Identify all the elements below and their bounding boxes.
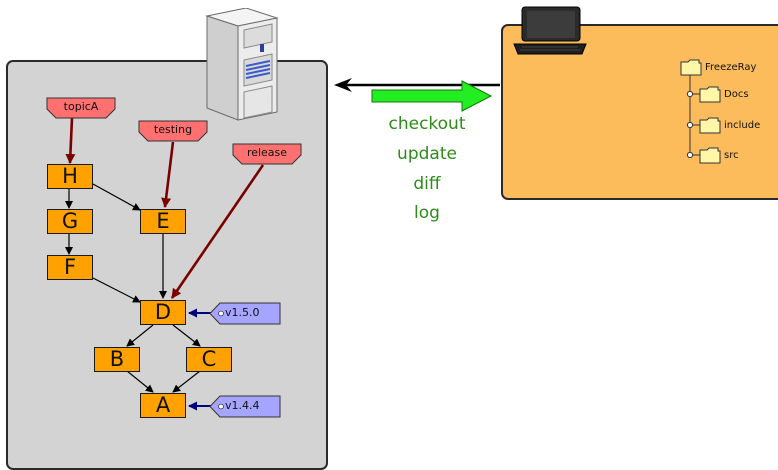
operation-checkout: checkout <box>388 114 466 134</box>
transfer-green-arrow <box>371 80 493 112</box>
commit-node-h: H <box>47 164 93 189</box>
version-tag-text: v1.5.0 <box>225 306 260 319</box>
commit-node-f: F <box>47 255 93 280</box>
folder-icon <box>680 59 702 76</box>
folder-icon <box>699 117 721 134</box>
version-tag-v150: v1.5.0 <box>209 302 281 325</box>
commit-node-c: C <box>186 347 232 372</box>
folder-label-root: FreezeRay <box>705 62 757 73</box>
version-tag-v144: v1.4.4 <box>209 395 281 418</box>
server-icon <box>205 8 279 121</box>
operation-update: update <box>397 144 457 164</box>
edge-h-e <box>92 183 141 211</box>
edge-f-d <box>92 277 141 303</box>
commit-node-a: A <box>140 393 186 418</box>
branch-label-text: topicA <box>63 100 99 113</box>
branch-label-text: testing <box>153 123 193 136</box>
branch-arrow-release <box>170 164 265 299</box>
operation-diff: diff <box>413 174 441 194</box>
folder-icon <box>699 86 721 103</box>
branch-arrow-testing <box>161 141 175 208</box>
branch-arrow-topicA <box>65 117 76 164</box>
edge-c-a <box>172 370 201 393</box>
branch-label-testing: testing <box>138 120 208 142</box>
folder-icon <box>699 147 721 164</box>
edge-b-a <box>126 370 154 393</box>
commit-node-e: E <box>140 209 186 234</box>
branch-label-topicA: topicA <box>46 97 116 119</box>
transfer-arrowhead <box>334 78 352 92</box>
folder-label-include: include <box>724 120 761 131</box>
commit-node-g: G <box>47 209 93 234</box>
commit-node-d: D <box>140 300 186 325</box>
branch-label-text: release <box>246 146 288 159</box>
branch-label-release: release <box>232 143 302 165</box>
laptop-icon <box>513 6 587 55</box>
folder-label-docs: Docs <box>724 89 749 100</box>
folder-label-src: src <box>724 150 739 161</box>
operation-log: log <box>414 203 440 223</box>
edge-d-b <box>126 324 154 347</box>
commit-node-b: B <box>94 347 140 372</box>
edge-d-c <box>172 324 201 347</box>
version-tag-text: v1.4.4 <box>225 399 260 412</box>
